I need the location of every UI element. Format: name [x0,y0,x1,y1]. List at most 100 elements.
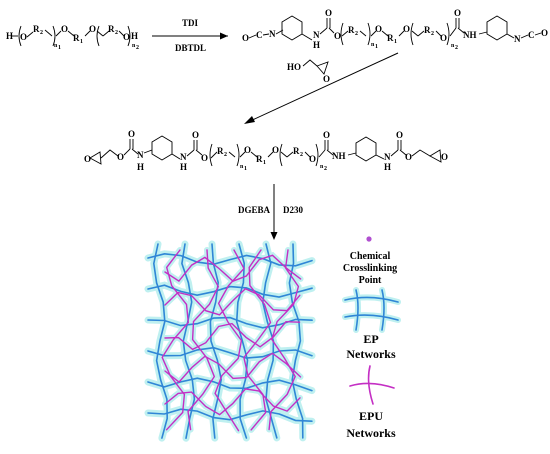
reaction-arrow-3: DGEBA D230 [238,184,303,240]
group-r1: R [73,33,80,43]
group-n2: n [451,43,455,49]
atom-nh: NH [332,151,346,161]
legend: Chemical Crosslinking Point EP Networks … [342,236,401,440]
bond [370,30,377,37]
bond [328,27,335,34]
benzene-ring [355,136,377,162]
bond [143,149,153,154]
bond [398,30,405,37]
bracket-left [279,143,283,167]
group-r2: R [33,24,40,34]
bracket-right [315,143,319,167]
bond [457,27,465,34]
epu-chain [243,249,272,431]
legend-epu-line2: Networks [346,426,396,440]
atom-o-carbonyl: O [454,8,461,18]
bond [123,148,131,156]
bond [301,33,313,41]
ep-legend-chain [355,289,359,331]
epu-chain [164,254,302,283]
bond [520,34,529,39]
atom-o-carbonyl: O [192,130,199,140]
reagent-d230: D230 [283,205,303,215]
group-r2-sub: 2 [224,152,227,158]
atom-o: O [20,32,27,42]
group-n1-sub: 1 [375,44,378,50]
atom-o: O [294,62,301,72]
atom-o: O [375,24,382,34]
atom-n: N [180,152,187,162]
atom-o: O [323,74,330,84]
crosslink-point-marker [366,236,372,242]
atom-n: N [269,29,276,39]
group-n2-sub: 2 [455,45,458,51]
atom-o: O [84,154,91,164]
epu-chain [214,249,245,432]
atom-n: N [137,150,144,160]
atom-o: O [201,153,208,163]
bond [359,30,367,37]
group-r1-sub: 1 [263,160,266,166]
bond [506,33,515,39]
bond [262,33,270,36]
group-r2: R [424,25,431,35]
bond [55,30,62,37]
legend-epu-line1: EPU [359,409,383,423]
ep-legend-chain [344,296,399,303]
bond [341,30,349,37]
reaction-arrow-1: TDI DBTDL [152,18,228,53]
reaction-arrow-2 [244,52,399,124]
bond [186,149,195,157]
atom-c: C [528,30,535,40]
bond [375,154,385,160]
atom-n: N [384,152,391,162]
group-n1: n [240,164,244,170]
bond [286,151,294,158]
atom-o-carbonyl: O [325,8,332,18]
bond [171,153,181,160]
legend-crosslink-line2: Crosslinking [343,263,397,274]
bracket-right [127,25,131,47]
group-r2-sub: 2 [431,31,434,37]
group-r2: R [217,146,224,156]
atom-ho: HO [287,62,301,72]
bond [239,151,246,158]
bond [267,151,274,158]
bracket-left [209,143,213,167]
group-r2-sub: 2 [355,31,358,37]
legend-crosslink-line3: Point [359,275,382,286]
bond [302,59,318,67]
bond [102,30,110,37]
atom-o: O [405,152,412,162]
group-r1-sub: 1 [80,39,83,45]
atom-h-start: H [6,31,13,41]
bond [326,149,334,156]
epu-legend-chain [349,382,395,389]
benzene-ring [486,15,508,41]
bond [280,151,288,158]
bond [534,32,542,36]
epu-chain [187,249,220,431]
bracket-right [236,143,240,167]
atom-o: O [272,145,279,155]
bracket-right [367,22,371,46]
group-n2-sub: 2 [136,45,139,51]
bond [118,30,125,37]
carbonyl-bond [326,18,331,28]
carbonyl-bond [324,140,329,150]
epu-chain [164,287,301,316]
bond [248,34,257,39]
group-n1: n [54,43,58,49]
ep-chain [235,243,249,439]
bracket-right [446,22,450,46]
group-n1-sub: 1 [244,166,247,172]
bond [228,151,236,158]
atom-o: O [242,33,249,43]
ep-chain [147,408,313,422]
bond [449,27,457,37]
ep-chain [152,243,169,439]
atom-h: H [180,162,187,172]
bracket-left [18,25,22,47]
